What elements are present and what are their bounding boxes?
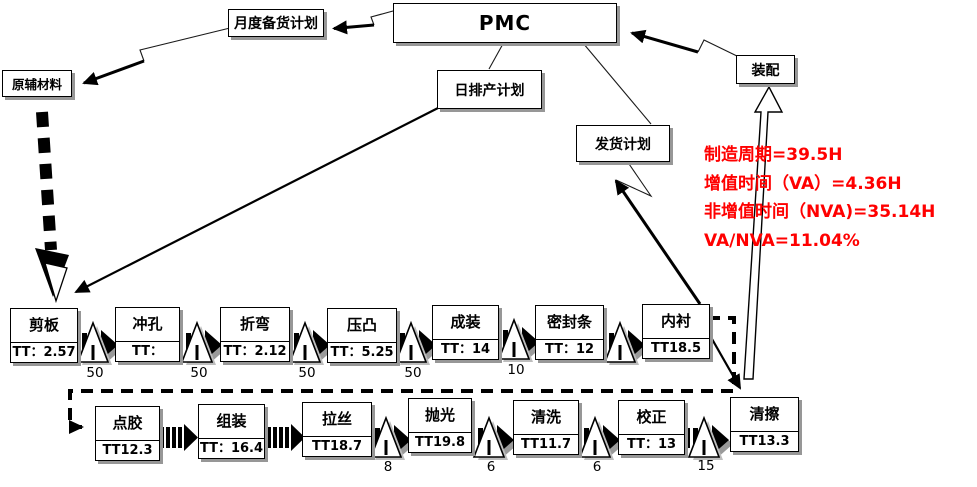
hollow-arrow-to-assembly	[743, 85, 784, 380]
pmc-box: PMC	[393, 3, 617, 43]
process-box-liner: 内衬 TT18.5	[642, 304, 710, 359]
wire-pmc-daily	[488, 41, 505, 70]
process-name: 拉丝	[303, 403, 371, 437]
push-arrow-icon	[267, 424, 305, 451]
process-name: 清洗	[514, 401, 578, 435]
monthly-stock-plan-box: 月度备货计划	[228, 9, 324, 37]
arrow-assembly-pmc	[630, 29, 699, 54]
process-name: 校正	[619, 401, 684, 435]
process-tt: TT：12	[544, 342, 595, 357]
wire-monthly-raw	[139, 27, 231, 62]
process-tt: TT：5.25	[330, 345, 394, 360]
process-name: 冲孔	[116, 308, 179, 342]
process-box-assembling: 组装 TT：16.4	[198, 404, 265, 459]
process-name: 点胶	[96, 407, 159, 441]
process-tt: TT：	[131, 344, 164, 359]
inventory-triangle-icon	[574, 416, 626, 462]
process-box-cleaning: 清洗 TT11.7	[513, 400, 579, 455]
striped-material-arrow	[36, 111, 57, 251]
process-name: 内衬	[643, 305, 709, 339]
daily-production-plan-label: 日排产计划	[454, 82, 525, 99]
hollow-arrowhead-icon	[44, 262, 68, 304]
inventory-triangle-icon	[683, 416, 735, 462]
metric-va-time: 增值时间（VA）=4.36H	[704, 173, 902, 194]
raw-materials-box: 原辅材料	[2, 70, 72, 97]
process-name: 抛光	[409, 399, 471, 433]
process-box-bending: 折弯 TT：2.12	[220, 307, 290, 362]
inventory-count: 15	[697, 458, 715, 474]
inventory-count: 50	[298, 365, 316, 381]
process-tt: TT18.5	[650, 341, 702, 356]
wire-assembly-pmc	[697, 39, 740, 58]
process-name: 密封条	[536, 306, 603, 340]
push-arrow-icon	[160, 424, 198, 451]
process-box-gluing: 点胶 TT12.3	[95, 406, 160, 461]
assembly-box: 装配	[736, 55, 795, 84]
process-name: 成装	[433, 306, 498, 340]
process-box-wiping: 清擦 TT13.3	[730, 397, 799, 452]
process-name: 组装	[199, 405, 264, 439]
process-tt: TT13.3	[739, 434, 790, 449]
process-tt: TT：16.4	[199, 441, 264, 456]
metric-va-nva-ratio: VA/NVA=11.04%	[704, 230, 860, 251]
shipping-plan-box: 发货计划	[576, 125, 670, 162]
process-tt: TT18.7	[311, 439, 363, 454]
dashed-route	[68, 316, 736, 434]
process-box-shearing: 剪板 TT：2.57	[10, 308, 78, 363]
process-tt: TT11.7	[520, 437, 572, 452]
daily-production-plan-box: 日排产计划	[437, 70, 542, 109]
process-tt: TT19.8	[414, 435, 466, 450]
process-box-sealing-strip: 密封条 TT：12	[535, 305, 604, 360]
raw-materials-label: 原辅材料	[11, 77, 62, 92]
arrow-monthly-raw	[82, 59, 145, 86]
process-box-embossing: 压凸 TT：5.25	[327, 308, 397, 363]
monthly-stock-plan-label: 月度备货计划	[234, 16, 318, 32]
shipping-plan-label: 发货计划	[595, 136, 651, 153]
inventory-count: 50	[86, 365, 104, 381]
inventory-count: 6	[486, 459, 496, 475]
process-tt: TT：2.57	[12, 345, 76, 360]
assembly-label: 装配	[751, 62, 780, 79]
metric-cycle-time: 制造周期=39.5H	[704, 145, 843, 165]
process-tt: TT12.3	[102, 443, 153, 458]
arrow-pmc-monthly	[332, 20, 375, 35]
arrow-shipping-liner	[614, 179, 702, 305]
wire-pmc-monthly	[370, 10, 394, 26]
process-box-calibration: 校正 TT：13	[618, 400, 685, 455]
process-name: 压凸	[328, 309, 396, 343]
process-name: 清擦	[731, 398, 798, 432]
process-name: 折弯	[221, 308, 289, 342]
metric-nva-time: 非增值时间（NVA)=35.14H	[704, 202, 936, 222]
process-box-final-pack: 成装 TT：14	[432, 305, 499, 360]
metrics-summary: 制造周期=39.5H 增值时间（VA）=4.36H 非增值时间（NVA)=35.…	[704, 141, 935, 255]
arrow-daily-to-shearing	[74, 106, 441, 293]
inventory-triangle-icon	[176, 321, 228, 367]
process-box-polishing: 抛光 TT19.8	[408, 398, 472, 453]
process-name: 剪板	[11, 309, 77, 343]
inventory-count: 50	[190, 365, 208, 381]
process-tt: TT：2.12	[223, 344, 287, 359]
process-box-wire-drawing: 拉丝 TT18.7	[302, 402, 372, 457]
inventory-triangle-icon	[468, 416, 520, 462]
inventory-count: 50	[404, 365, 422, 381]
process-tt: TT：13	[626, 437, 677, 452]
inventory-count: 8	[383, 459, 393, 475]
process-tt: TT：14	[440, 342, 491, 357]
inventory-count: 10	[507, 362, 525, 378]
wire-pmc-shipping	[582, 42, 652, 125]
process-box-punching: 冲孔 TT：	[115, 307, 180, 362]
pmc-label: PMC	[478, 11, 532, 35]
inventory-count: 6	[592, 459, 602, 475]
